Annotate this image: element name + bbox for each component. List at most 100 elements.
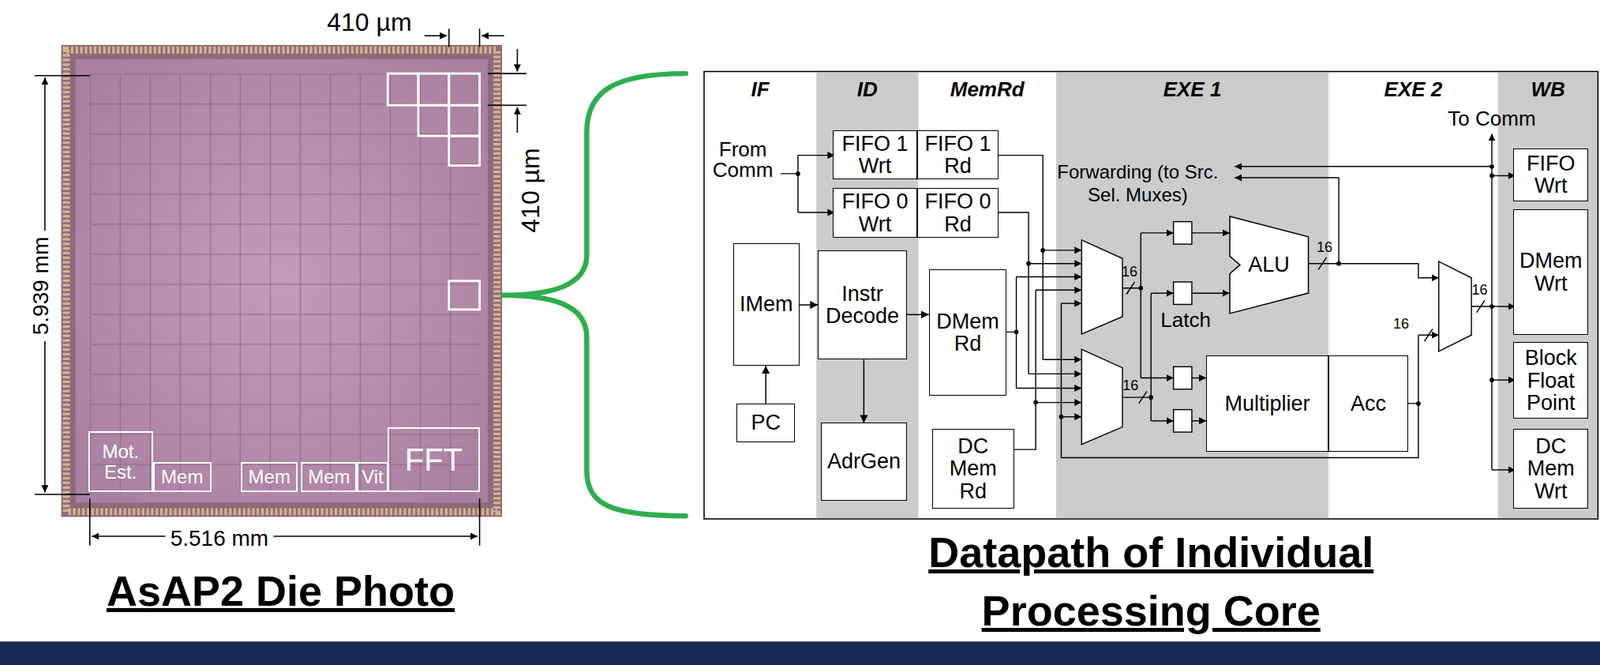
box-label: FIFO 1 Rd bbox=[921, 132, 995, 178]
box-label: AdrGen bbox=[827, 449, 901, 473]
stage-heading: WB bbox=[1498, 73, 1599, 102]
junction-dot bbox=[1489, 377, 1495, 383]
stage-heading: MemRd bbox=[918, 73, 1057, 102]
box-label: FIFO 0 Rd bbox=[921, 190, 995, 236]
dimension-lines bbox=[34, 28, 527, 545]
pipeline-stage: ALUMultiplierEXE 1 bbox=[1056, 73, 1329, 517]
junction-dot bbox=[1040, 247, 1046, 253]
box-label: Mem bbox=[248, 466, 291, 487]
box-label: Mem bbox=[307, 466, 350, 487]
wire-arrow bbox=[1028, 373, 1082, 375]
stage-band-fill bbox=[816, 72, 919, 518]
junction-dot bbox=[1148, 394, 1154, 400]
process-box: DC Mem Wrt bbox=[1513, 428, 1588, 509]
junction-dot bbox=[1033, 400, 1038, 405]
wire-arrow bbox=[798, 154, 836, 156]
datapath-frame bbox=[704, 71, 1598, 520]
pipeline-stage: FIFO WrtDMem WrtBlock Float Point DC Mem … bbox=[1498, 73, 1599, 517]
junction-dot bbox=[1014, 329, 1020, 335]
stage-heading: IF bbox=[704, 73, 817, 102]
wire-arrow bbox=[1035, 401, 1082, 403]
dimension-label: 5.939 mm bbox=[28, 236, 54, 336]
junction-dot bbox=[1336, 261, 1342, 267]
wires bbox=[780, 133, 1516, 470]
box-label: DMem Wrt bbox=[1517, 249, 1585, 295]
dimension-tick bbox=[449, 28, 480, 47]
wire-arrow bbox=[1042, 359, 1082, 360]
dimension-tick bbox=[487, 73, 527, 105]
dimension-label: 5.516 mm bbox=[170, 525, 270, 551]
process-box: Instr Decode bbox=[817, 250, 907, 360]
junction-dot bbox=[1489, 173, 1495, 179]
wire-arrow bbox=[1191, 419, 1207, 421]
box-label: DMem Rd bbox=[933, 310, 1002, 356]
wire-arrow bbox=[1234, 165, 1492, 167]
block-outline: Vit bbox=[356, 461, 389, 493]
dimension-tick bbox=[89, 498, 480, 545]
box-label: PC bbox=[750, 411, 781, 434]
wire-arrow bbox=[1150, 419, 1173, 421]
junction-dot bbox=[1489, 303, 1495, 309]
box-label: FIFO 0 Wrt bbox=[837, 190, 912, 236]
core-square bbox=[418, 104, 450, 136]
process-box: FIFO Wrt bbox=[1513, 148, 1588, 202]
wire-arrow bbox=[1191, 292, 1230, 293]
block-outline: FFT bbox=[387, 427, 480, 493]
process-box: DC Mem Rd bbox=[932, 428, 1015, 509]
process-box: FIFO 0 Rd bbox=[917, 187, 1000, 238]
mux-symbol bbox=[1081, 348, 1123, 444]
box-label: Vit bbox=[361, 466, 384, 487]
pipeline-stage: FIFO 1 WrtFIFO 0 WrtInstr DecodeAdrGenID bbox=[816, 73, 919, 517]
box-label: IMem bbox=[739, 292, 794, 315]
signal-label: To Comm bbox=[1447, 107, 1536, 132]
process-box: FIFO 1 Wrt bbox=[832, 130, 917, 180]
box-label: FIFO Wrt bbox=[1517, 152, 1583, 198]
core-square bbox=[387, 73, 419, 105]
mux-symbol bbox=[1081, 239, 1123, 334]
die-edge bbox=[61, 44, 503, 518]
bus-width: 16 bbox=[1471, 281, 1488, 299]
box-label: ALU bbox=[1247, 253, 1290, 276]
process-box: FIFO 0 Wrt bbox=[832, 187, 917, 238]
stage-band-fill bbox=[1498, 72, 1599, 518]
core-square bbox=[418, 73, 450, 105]
zoom-bracket bbox=[502, 73, 686, 516]
connector bbox=[799, 303, 819, 306]
junction-dot bbox=[1416, 400, 1421, 406]
wire-arrow bbox=[1491, 175, 1516, 177]
bus-width: 16 bbox=[1122, 376, 1139, 394]
wire-arrow bbox=[1035, 289, 1082, 291]
wire-arrow bbox=[798, 211, 836, 213]
connector bbox=[863, 359, 866, 423]
box-label: Acc bbox=[1350, 392, 1387, 415]
figure-caption: Datapath of Individual Processing Core bbox=[906, 523, 1397, 641]
wire-arrow bbox=[1140, 377, 1173, 379]
block-outline: Mem bbox=[153, 461, 212, 493]
process-box: Acc bbox=[1328, 355, 1409, 452]
dimension-arrow bbox=[517, 48, 519, 72]
bus-width: 16 bbox=[1121, 263, 1138, 281]
box-label: Block Float Point bbox=[1517, 346, 1583, 414]
box-label: Instr Decode bbox=[822, 282, 903, 328]
core-highlights bbox=[387, 73, 480, 310]
figure-caption: AsAP2 Die Photo bbox=[106, 565, 455, 615]
mux-symbol bbox=[1438, 261, 1472, 352]
connector bbox=[906, 314, 930, 316]
signal-label: From Comm bbox=[707, 138, 779, 180]
box-label: DC Mem Rd bbox=[936, 434, 1010, 503]
process-box: Block Float Point bbox=[1513, 341, 1588, 419]
latch-symbol bbox=[1173, 409, 1192, 432]
muxes-and-latches bbox=[1081, 221, 1472, 445]
wire-arrow bbox=[1191, 232, 1230, 233]
process-box: AdrGen bbox=[820, 422, 907, 500]
process-box: FIFO 1 Rd bbox=[917, 130, 1000, 180]
wire-arrow bbox=[1016, 276, 1083, 278]
box-label: FIFO 1 Wrt bbox=[837, 132, 912, 178]
latch-symbol bbox=[1173, 281, 1192, 304]
part-label: Latch bbox=[1160, 308, 1211, 333]
wire-arrow bbox=[1140, 232, 1173, 233]
junction-dot bbox=[1489, 164, 1495, 169]
bus-width: 16 bbox=[1393, 315, 1409, 333]
dimension-label: 410 µm bbox=[326, 7, 412, 38]
